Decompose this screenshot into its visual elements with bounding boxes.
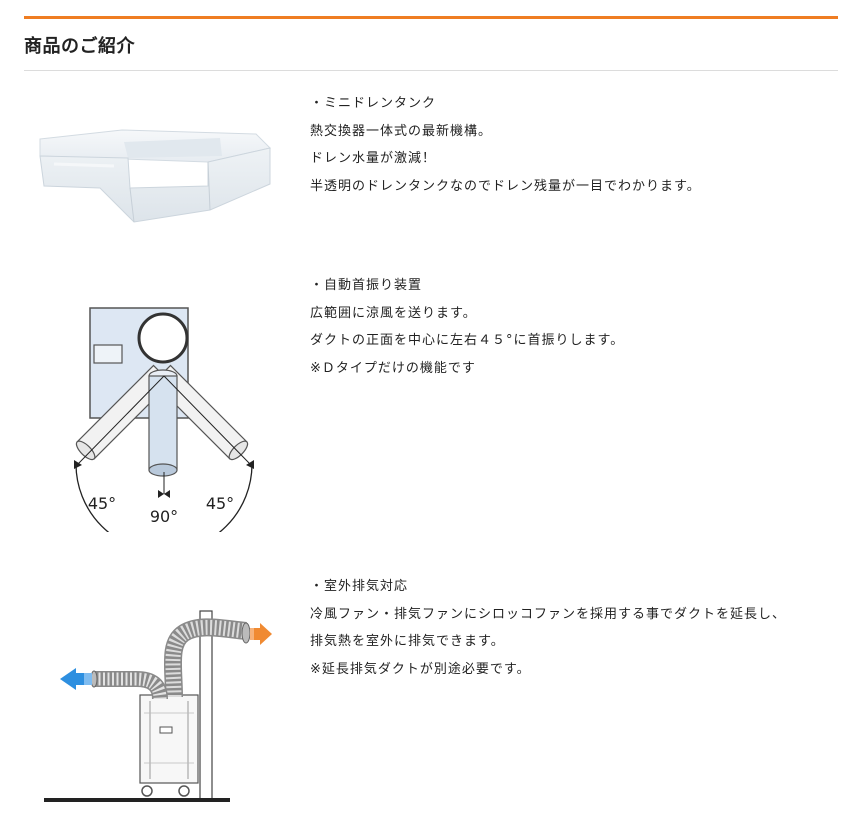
feature-line: 熱交換器一体式の最新機構。 <box>310 123 493 139</box>
control-panel-icon <box>93 344 123 364</box>
feature-line: 冷風ファン・排気ファンにシロッコファンを採用する事でダクトを延長し、 <box>310 606 787 622</box>
hot-air-arrow-icon <box>250 623 272 645</box>
exhaust-diagram <box>24 573 274 812</box>
left-angle-label: 45° <box>88 494 116 513</box>
swing-diagram: 45° 90° 45° <box>24 272 274 553</box>
section-title-divider <box>24 70 838 71</box>
feature-line: 広範囲に涼風を送ります。 <box>310 305 477 321</box>
feature-line: ※Ｄタイプだけの機能です <box>310 360 476 376</box>
feature-line: ダクトの正面を中心に左右４５°に首振りします。 <box>310 333 625 348</box>
feature-outdoor-exhaust-text: ・室外排気対応 冷風ファン・排気ファンにシロッコファンを採用する事でダクトを延長… <box>310 573 850 683</box>
feature-heading: ・ミニドレンタンク <box>310 96 437 111</box>
feature-line: 排気熱を室外に排気できます。 <box>310 634 505 649</box>
section-title: 商品のご紹介 <box>24 36 135 57</box>
center-angle-label: 90° <box>150 507 178 526</box>
feature-line: 半透明のドレンタンクなのでドレン残量が一目でわかります。 <box>310 178 701 194</box>
cool-air-arrow-icon <box>60 668 92 690</box>
drain-tank-image <box>24 90 274 234</box>
feature-heading: ・自動首振り装置 <box>310 278 423 293</box>
feature-drain-tank-text: ・ミニドレンタンク 熱交換器一体式の最新機構。 ドレン水量が激減！ 半透明のドレ… <box>310 90 850 200</box>
right-angle-label: 45° <box>206 494 234 513</box>
feature-heading: ・室外排気対応 <box>310 579 409 594</box>
feature-line: ※延長排気ダクトが別途必要です。 <box>310 661 531 677</box>
feature-auto-swing-text: ・自動首振り装置 広範囲に涼風を送ります。 ダクトの正面を中心に左右４５°に首振… <box>310 272 850 382</box>
section-top-rule <box>24 16 838 19</box>
feature-line: ドレン水量が激減！ <box>310 151 437 166</box>
